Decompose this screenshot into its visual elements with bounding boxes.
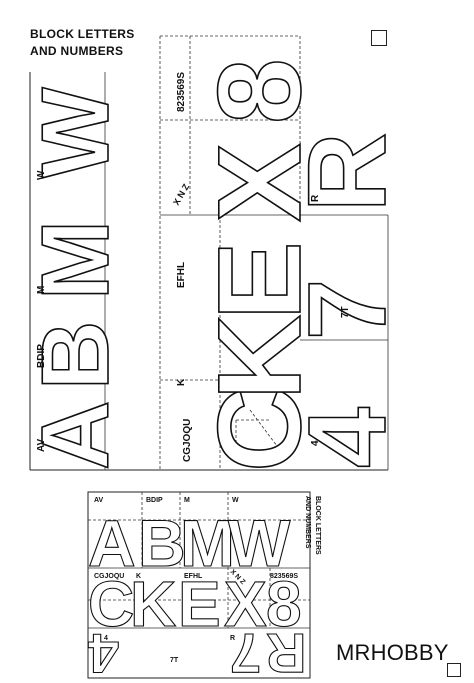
large-glyph-c: C: [194, 387, 326, 472]
small-glyph-k: K: [130, 568, 176, 640]
large-glyph-m: M: [22, 220, 129, 300]
label-k: K: [176, 378, 187, 386]
corner-checkbox: [371, 30, 387, 46]
large-glyph-8: 8: [194, 58, 326, 124]
small-label-7t: 7T: [170, 657, 179, 664]
large-glyph-b: B: [22, 321, 129, 390]
small-glyph-w: W: [228, 506, 291, 580]
label-efhl: EFHL: [176, 262, 187, 288]
small-label-av: AV: [94, 497, 104, 504]
brand-name: MRHOBBY: [336, 640, 449, 665]
large-glyph-4: 4: [286, 407, 409, 468]
small-glyph-4: 4: [88, 622, 119, 683]
bottom-checkbox: [447, 663, 461, 677]
title-line-2: AND NUMBERS: [30, 44, 124, 58]
small-glyph-e: E: [178, 568, 221, 640]
small-label-m: M: [184, 497, 190, 504]
label-av: AV: [36, 439, 47, 452]
small-label-digits: 823569S: [270, 573, 298, 580]
label-7t: 7T: [340, 306, 351, 318]
small-title-line-2: AND NUMBERS: [304, 496, 311, 549]
large-glyph-x: X: [194, 143, 326, 222]
small-glyph-b: B: [138, 506, 186, 580]
label-4: 4: [310, 440, 321, 446]
large-glyph-w: W: [22, 87, 129, 178]
large-glyph-7: 7: [286, 279, 409, 340]
small-label-efhl: EFHL: [184, 573, 203, 580]
small-glyph-c: C: [88, 568, 134, 640]
small-label-cgjoqu: CGJOQU: [94, 573, 124, 580]
small-label-r: R: [230, 635, 235, 642]
small-glyph-8: 8: [266, 568, 302, 640]
small-label-4: 4: [104, 635, 108, 642]
large-glyph-k: K: [194, 315, 326, 400]
small-glyph-7: 7: [230, 622, 261, 683]
label-m: M: [36, 286, 47, 294]
label-cgjoqu: CGJOQU: [182, 419, 193, 462]
title-line-1: BLOCK LETTERS: [30, 27, 135, 41]
label-w: W: [36, 170, 47, 180]
large-glyph-e: E: [194, 241, 326, 320]
small-glyph-x: X: [224, 568, 267, 640]
large-glyph-r: R: [286, 133, 409, 212]
large-glyph-a: A: [22, 401, 129, 470]
small-glyph-m: M: [180, 506, 235, 580]
small-glyph-r: R: [266, 622, 306, 683]
label-digits: 823569S: [176, 72, 187, 112]
small-label-bdip: BDIP: [146, 497, 163, 504]
sheet-title: BLOCK LETTERS AND NUMBERS: [30, 26, 135, 60]
label-r: R: [310, 194, 321, 202]
small-label-w: W: [232, 497, 239, 504]
small-title-line-1: BLOCK LETTERS: [314, 496, 321, 555]
small-label-k: K: [136, 573, 141, 580]
small-glyph-a: A: [88, 506, 136, 580]
label-bdip: BDIP: [36, 344, 47, 368]
